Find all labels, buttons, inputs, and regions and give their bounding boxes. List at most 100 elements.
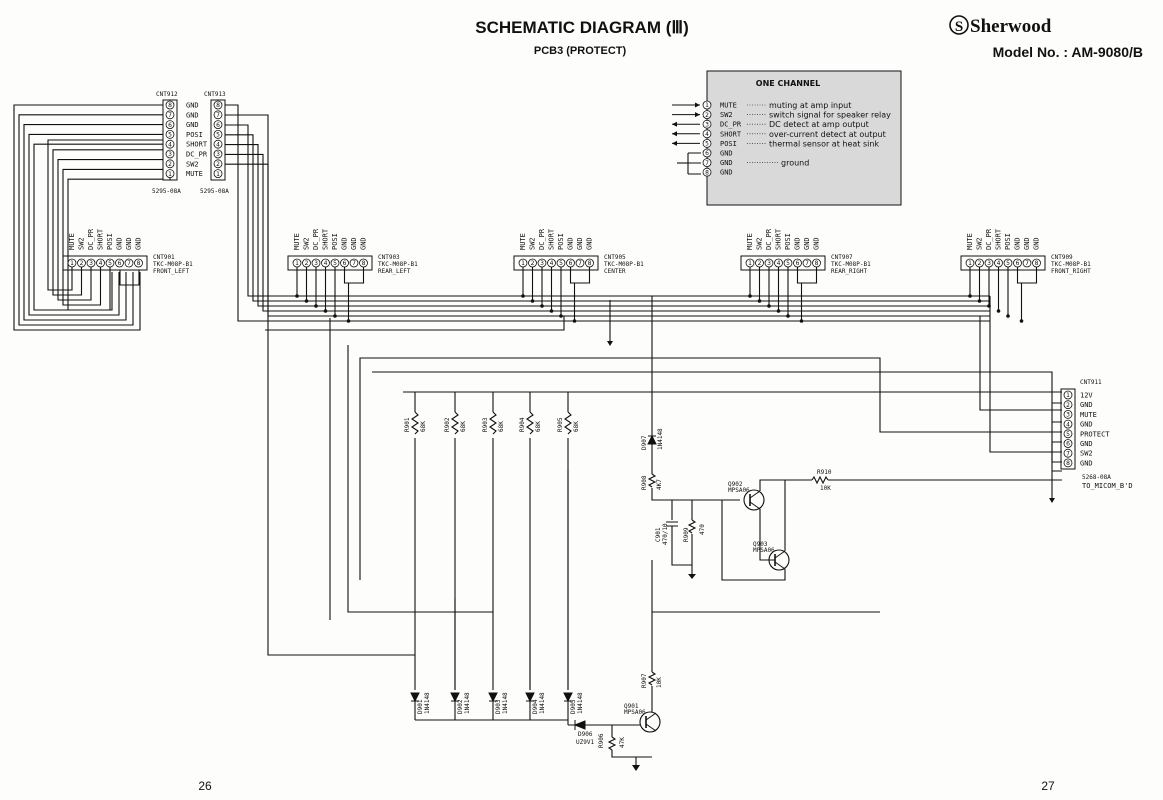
junction-dot bbox=[346, 319, 351, 323]
capacitor-value: 470/10 bbox=[662, 523, 669, 545]
junction-dot bbox=[314, 304, 318, 308]
svg-text:8: 8 bbox=[362, 260, 366, 267]
diode-ref: D903 bbox=[495, 699, 502, 714]
svg-text:2: 2 bbox=[531, 260, 535, 267]
connector-ref: CNT907 bbox=[831, 254, 853, 261]
connector-name: REAR_RIGHT bbox=[831, 268, 868, 275]
junction-dot bbox=[295, 294, 299, 298]
diode-d902 bbox=[450, 692, 460, 703]
svg-text:3: 3 bbox=[314, 260, 318, 267]
brand-name: Sherwood bbox=[970, 16, 1052, 37]
channel-gnd-link bbox=[343, 267, 365, 284]
svg-text:8: 8 bbox=[815, 260, 819, 267]
front-left-wire bbox=[52, 149, 163, 296]
svg-text:7: 7 bbox=[216, 112, 220, 119]
svg-text:2: 2 bbox=[216, 161, 220, 168]
svg-text:4: 4 bbox=[216, 141, 220, 148]
channel-pin-label: MUTE bbox=[966, 233, 974, 250]
svg-text:3: 3 bbox=[168, 151, 172, 158]
channel-pin-label: MUTE bbox=[519, 233, 527, 250]
junction-dot bbox=[1019, 319, 1024, 323]
connector-cnt901: 1MUTE2SW23DC_PR4SHORT5POSI6GND7GND8GNDCN… bbox=[62, 228, 193, 275]
legend-signal: MUTE bbox=[720, 102, 737, 110]
channel-pin-label: POSI bbox=[331, 233, 339, 250]
cnt912-pin-label: DC_PR bbox=[186, 151, 208, 159]
svg-text:4: 4 bbox=[99, 260, 103, 267]
ground-symbol bbox=[632, 765, 640, 771]
channel-pin-label: POSI bbox=[1004, 233, 1012, 250]
diode-value: 1N4148 bbox=[657, 428, 664, 450]
c901-gnd bbox=[671, 500, 693, 566]
cnt911-pin-label: 12V bbox=[1080, 392, 1093, 400]
channel-gnd-link bbox=[796, 267, 818, 284]
junction-dot bbox=[757, 299, 762, 303]
svg-text:3: 3 bbox=[216, 151, 220, 158]
channel-pin-label: POSI bbox=[784, 233, 792, 250]
diode-ref: D905 bbox=[570, 699, 577, 714]
legend-description: over-current detect at output bbox=[769, 130, 886, 139]
resistor-ref: R901 bbox=[404, 417, 411, 432]
svg-text:4: 4 bbox=[324, 260, 328, 267]
resistor-r901 bbox=[411, 411, 419, 435]
diode-ref: D907 bbox=[641, 435, 648, 450]
gnd-bus-line bbox=[225, 104, 990, 322]
legend-signal: GND bbox=[720, 169, 733, 177]
connector-ref: CNT903 bbox=[378, 254, 400, 261]
legend-description: ground bbox=[781, 159, 809, 168]
cnt912-pin-label: GND bbox=[186, 111, 199, 119]
channel-pin-label: MUTE bbox=[746, 233, 754, 250]
channel-pin-label: SHORT bbox=[548, 228, 556, 250]
junction-dot bbox=[572, 319, 577, 323]
svg-text:8: 8 bbox=[137, 260, 141, 267]
sense-line bbox=[265, 316, 565, 331]
connector-part: 5295-08A bbox=[152, 188, 181, 195]
resistor-r908 bbox=[647, 473, 657, 488]
transistor-ref: Q903 bbox=[753, 541, 768, 548]
cnt911-pin-label: GND bbox=[1080, 421, 1093, 429]
svg-text:1: 1 bbox=[295, 260, 299, 267]
svg-text:1: 1 bbox=[521, 260, 525, 267]
channel-pin-label: SHORT bbox=[775, 228, 783, 250]
resistor-r904 bbox=[526, 411, 534, 435]
svg-text:5: 5 bbox=[333, 260, 337, 267]
svg-text:4: 4 bbox=[550, 260, 554, 267]
svg-text:2: 2 bbox=[80, 260, 84, 267]
junction-dot bbox=[977, 299, 982, 303]
channel-pin-label: GND bbox=[125, 237, 133, 250]
resistor-value: 47K bbox=[619, 737, 626, 748]
legend-ground-bracket bbox=[687, 152, 701, 175]
legend-title: ONE CHANNEL bbox=[756, 79, 820, 88]
connector-type: TKC-M08P-B1 bbox=[604, 261, 644, 268]
channel-pin-label: DC_PR bbox=[765, 228, 773, 250]
cnt912-pin-label: POSI bbox=[186, 131, 203, 139]
junction-dot bbox=[521, 294, 525, 298]
cnt912-wire bbox=[13, 104, 163, 331]
page-subtitle: PCB3 (PROTECT) bbox=[534, 45, 627, 57]
svg-text:8: 8 bbox=[168, 102, 172, 109]
svg-text:7: 7 bbox=[805, 260, 809, 267]
cnt913-bus-line bbox=[225, 153, 990, 312]
svg-text:3: 3 bbox=[705, 121, 709, 128]
connector-part: 5268-08A bbox=[1082, 474, 1111, 481]
q902-emitter bbox=[759, 509, 775, 561]
legend-signal: SW2 bbox=[720, 111, 733, 119]
connector-ref: CNT909 bbox=[1051, 254, 1073, 261]
model-number: Model No. : AM-9080/B bbox=[993, 44, 1143, 60]
svg-text:8: 8 bbox=[1066, 460, 1070, 467]
svg-text:5: 5 bbox=[168, 132, 172, 139]
svg-text:7: 7 bbox=[705, 160, 709, 167]
cnt912-wire bbox=[33, 143, 163, 311]
front-left-wire bbox=[57, 159, 163, 301]
cnt912-pin-label: SW2 bbox=[186, 160, 199, 168]
cnt913-bus-line bbox=[225, 144, 990, 307]
svg-text:7: 7 bbox=[352, 260, 356, 267]
connector-ref: CNT901 bbox=[153, 254, 175, 261]
channel-pin-label: DC_PR bbox=[538, 228, 546, 250]
junction-dot bbox=[333, 314, 337, 318]
